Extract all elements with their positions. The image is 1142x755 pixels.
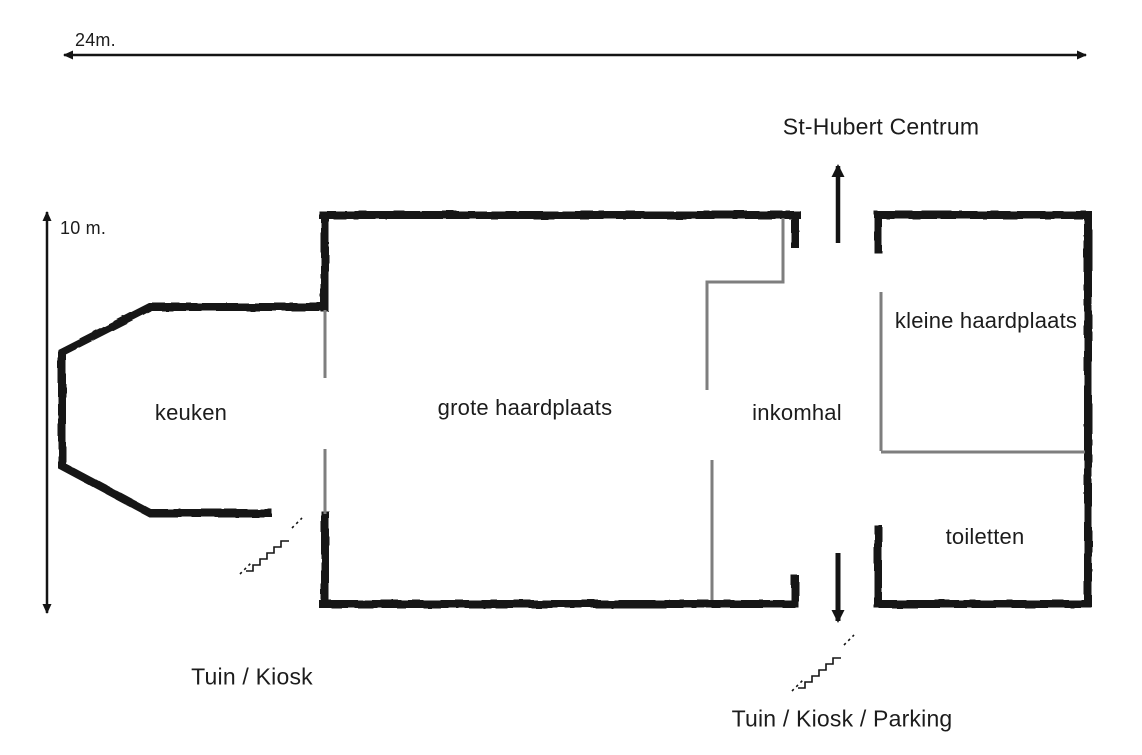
- exterior-walls: [58, 211, 1092, 608]
- room-label-kleine-haardplaats: kleine haardplaats: [894, 308, 1078, 333]
- stairs-icon-keuken: [239, 517, 303, 575]
- room-label-inkomhal: inkomhal: [752, 400, 842, 425]
- interior-partitions: [323, 218, 1085, 600]
- room-label-keuken: keuken: [154, 400, 228, 425]
- stairs-icon-south: [791, 634, 855, 692]
- inkomhal-upper-partition: [705, 218, 785, 390]
- right-building-walls: [874, 211, 1092, 608]
- destination-label-tuin-kiosk: Tuin / Kiosk: [191, 663, 313, 690]
- room-label-grote-haardplaats: grote haardplaats: [437, 395, 613, 420]
- width-dimension-label: 24m.: [75, 30, 116, 50]
- destination-label-tuin-kiosk-parking: Tuin / Kiosk / Parking: [731, 705, 953, 732]
- height-dimension-label: 10 m.: [60, 218, 107, 238]
- keuken-walls: [58, 303, 329, 517]
- destination-label-st-hubert-centrum: St-Hubert Centrum: [782, 113, 980, 140]
- room-label-toiletten: toiletten: [945, 524, 1025, 549]
